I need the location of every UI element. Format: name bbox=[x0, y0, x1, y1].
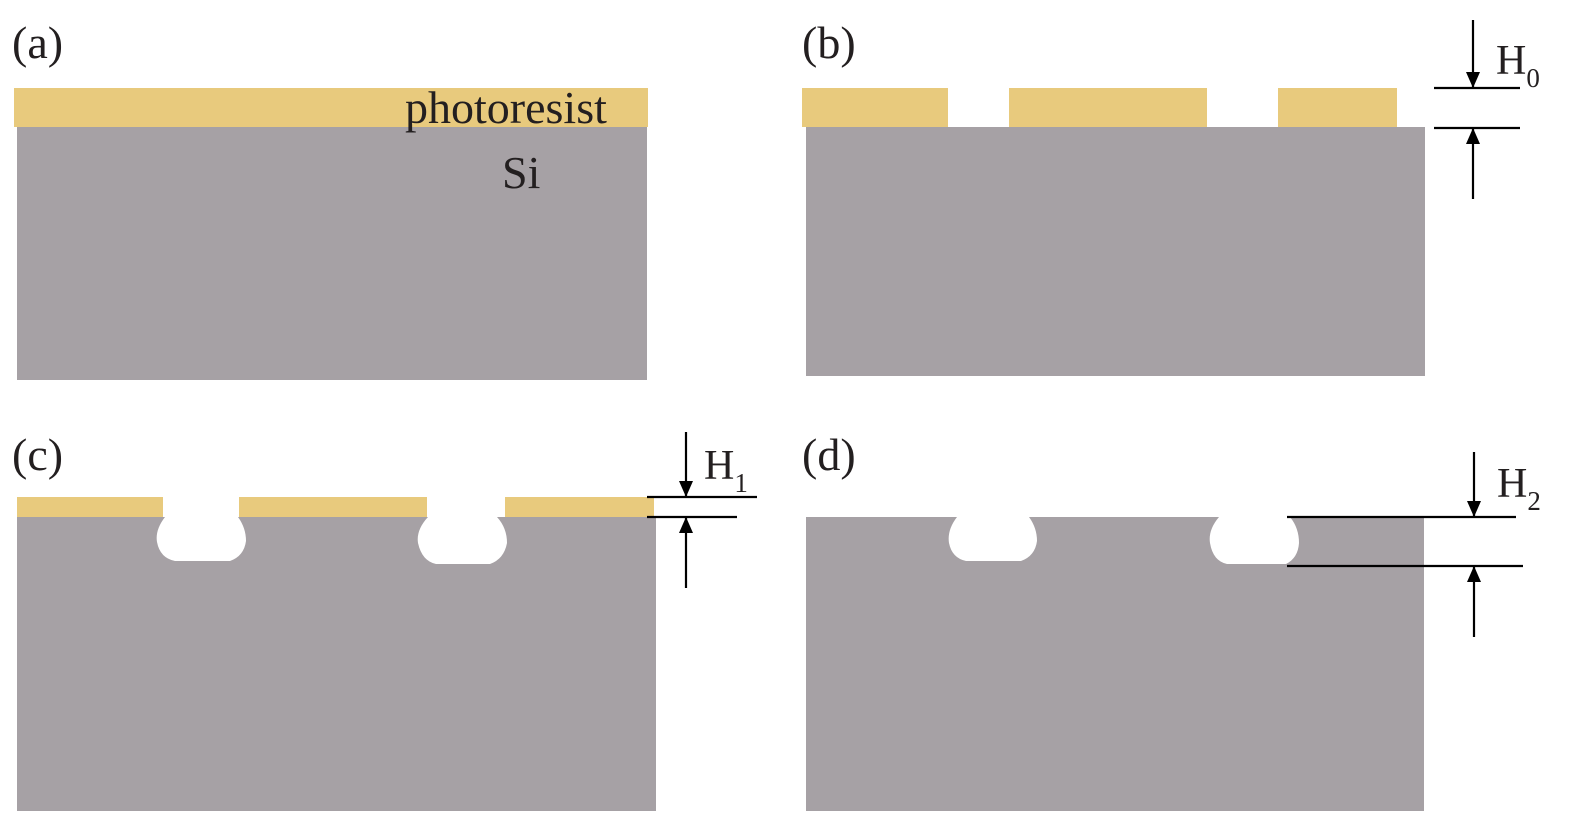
h1-main: H bbox=[704, 443, 734, 489]
h2-main: H bbox=[1497, 461, 1527, 507]
panel-d-label: (d) bbox=[802, 429, 856, 480]
dimension-h0: H0 bbox=[1434, 20, 1540, 199]
photoresist-segment bbox=[17, 497, 163, 517]
panel-c: (c) H1 bbox=[12, 429, 757, 811]
photoresist-segment bbox=[1278, 88, 1397, 127]
h0-sub: 0 bbox=[1526, 63, 1540, 93]
panel-d: (d) H2 bbox=[802, 429, 1541, 811]
h2-sub: 2 bbox=[1527, 486, 1541, 516]
dimension-h2: H2 bbox=[1287, 452, 1541, 637]
arrowhead bbox=[1466, 72, 1480, 88]
panel-a-label: (a) bbox=[12, 17, 63, 68]
silicon-substrate bbox=[806, 517, 1424, 811]
h1-label: H1 bbox=[704, 443, 748, 498]
h2-label: H2 bbox=[1497, 461, 1541, 516]
h0-label: H0 bbox=[1496, 38, 1540, 93]
silicon-substrate bbox=[17, 517, 656, 811]
panel-a: (a) photoresist Si bbox=[12, 17, 648, 380]
silicon-substrate bbox=[17, 127, 647, 380]
dimension-h1: H1 bbox=[647, 432, 757, 588]
panel-b: (b) H0 bbox=[802, 17, 1540, 376]
panel-c-label: (c) bbox=[12, 429, 63, 480]
photoresist-segment bbox=[505, 497, 654, 517]
photoresist-label: photoresist bbox=[405, 82, 607, 133]
arrowhead bbox=[1466, 128, 1480, 144]
photoresist-segment bbox=[239, 497, 427, 517]
h0-main: H bbox=[1496, 38, 1526, 84]
arrowhead bbox=[679, 481, 693, 497]
arrowhead bbox=[1467, 566, 1481, 582]
si-label: Si bbox=[502, 147, 540, 198]
arrowhead bbox=[679, 517, 693, 533]
photoresist-segment bbox=[1009, 88, 1207, 127]
h1-sub: 1 bbox=[734, 468, 748, 498]
photoresist-layer bbox=[14, 88, 648, 127]
silicon-substrate bbox=[806, 127, 1425, 376]
panel-b-label: (b) bbox=[802, 17, 856, 68]
arrowhead bbox=[1467, 501, 1481, 517]
photoresist-segment bbox=[802, 88, 948, 127]
